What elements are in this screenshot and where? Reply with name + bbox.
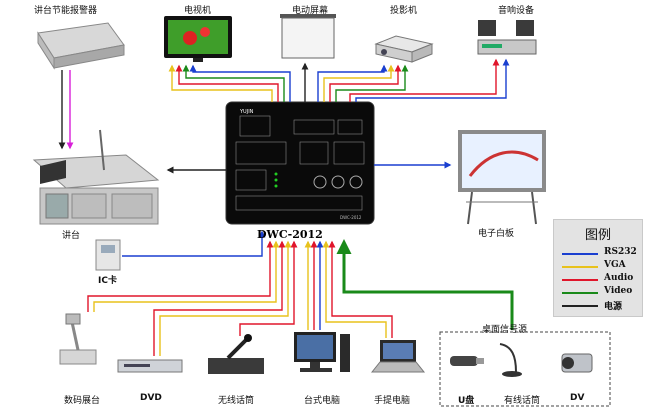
legend-item-vga: VGA [562,260,640,272]
legend-swatch-vga [562,266,598,268]
whiteboard-device [458,130,546,225]
legend-title: 图例 [584,228,611,243]
laptop-device [370,340,426,373]
label-laptop: 手提电脑 [374,396,411,406]
ic-card-reader-device [95,239,121,271]
wireless-mic-device [208,334,264,374]
tv-device [164,16,232,62]
visualizer-device [59,313,97,365]
legend-swatch-power [562,305,598,307]
lines-from-laptop [322,240,393,338]
legend-item-rs232: RS232 [562,247,640,259]
line-from-desk-signal-source [336,239,514,330]
legend-item-audio: Audio [562,273,640,285]
label-dv: DV [570,393,585,403]
usb-disk-device [450,356,484,366]
legend-label-vga: VGA [604,260,626,270]
desktop-device [294,332,350,372]
lines-from-desktop [304,240,324,330]
legend-swatch-video [562,292,598,294]
controller-model-title: DWC-2012 [257,228,323,241]
audio-equipment-device [477,20,537,55]
legend-label-power: 电源 [604,302,623,312]
lines-to-tv [168,64,291,102]
label-whiteboard: 电子白板 [478,229,515,239]
controller-small-label: DWC-2012 [340,215,362,220]
legend-swatch-audio [562,279,598,281]
label-projector: 投影机 [390,6,418,16]
legend-item-power: 电源 [562,299,640,312]
label-tv: 电视机 [184,6,212,16]
dwc-2012-controller [225,101,375,225]
desk-signal-group-box [439,331,611,407]
label-audio: 音响设备 [498,6,535,16]
label-ic-card: IC卡 [98,276,117,286]
legend-swatch-rs232 [562,253,598,255]
label-visualizer: 数码展台 [64,396,101,406]
label-dvd: DVD [140,393,162,403]
dvd-device [117,359,183,373]
label-desk-signal-source: 桌面信号源 [482,325,528,335]
label-podium: 讲台 [62,231,81,241]
lines-from-visualizer [87,240,280,312]
legend-item-video: Video [562,286,640,298]
line-from-wireless-mic [239,240,298,336]
lines-from-dvd [153,240,292,356]
label-desktop: 台式电脑 [304,396,341,406]
electric-screen-device [280,14,336,59]
label-usb-disk: U盘 [458,396,475,406]
lines-to-projector [317,64,409,102]
podium-alarm-device [37,22,125,70]
lines-to-audio [349,58,510,102]
label-wireless-mic: 无线话筒 [218,396,255,406]
legend-label-video: Video [604,286,633,296]
legend-panel: 图例 RS232 VGA Audio Video 电源 [553,219,643,317]
legend-label-audio: Audio [604,273,634,283]
label-podium-alarm: 讲台节能报警器 [34,6,98,16]
projector-device [374,35,434,63]
dv-camera-device [561,353,593,373]
controller-brand: YUJIN [239,109,254,115]
wired-mic-device [499,343,522,377]
podium-device [32,129,160,225]
legend-label-rs232: RS232 [604,247,637,257]
line-ic-to-controller [122,230,266,257]
label-screen: 电动屏幕 [292,6,329,16]
label-wired-mic: 有线话筒 [504,396,541,406]
